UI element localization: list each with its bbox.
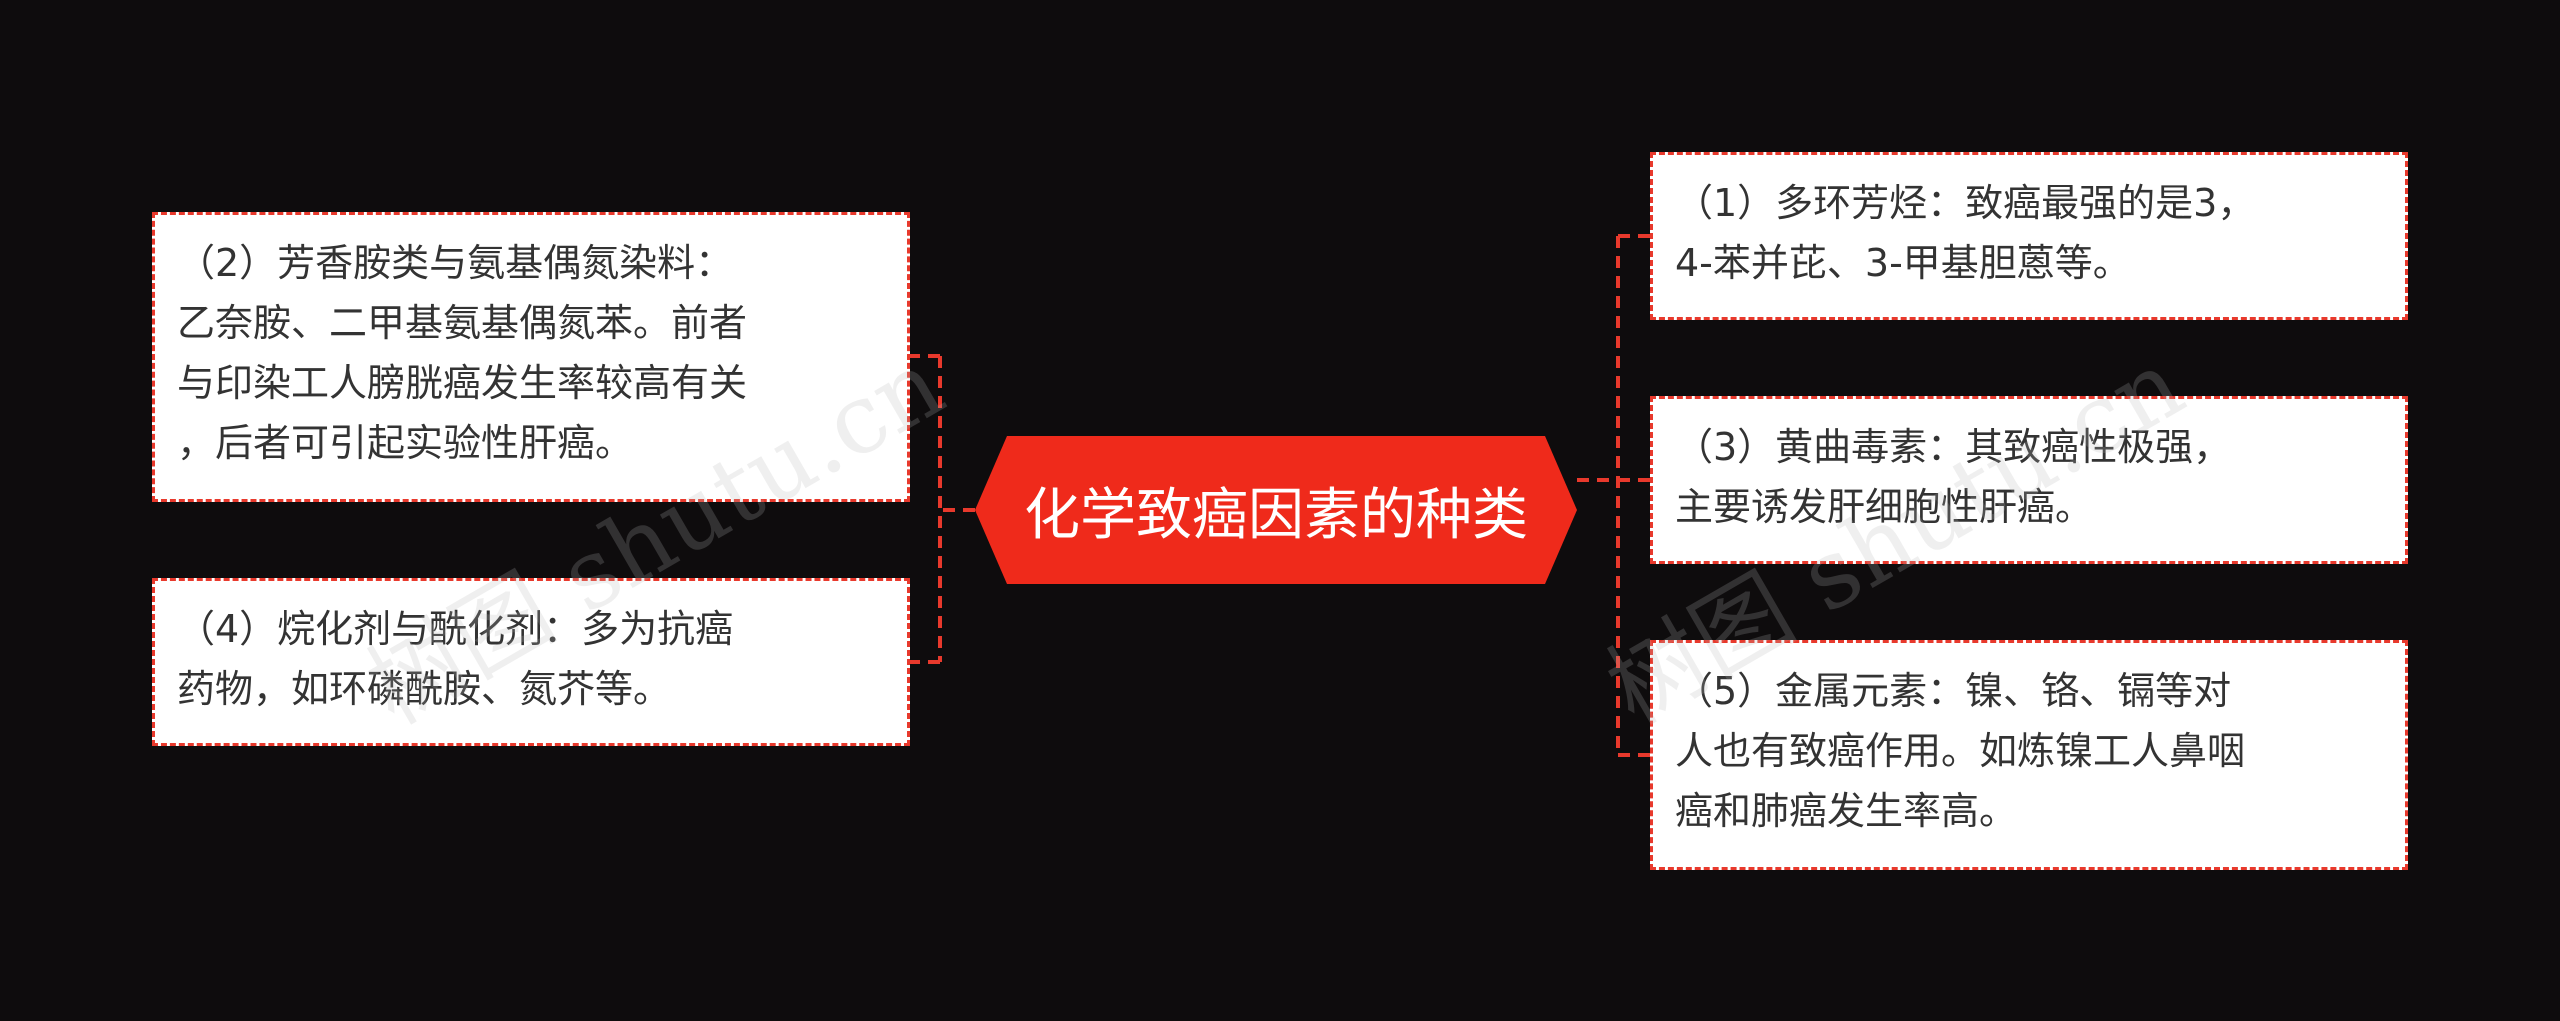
topic-node-3[interactable]: （3）黄曲毒素：其致癌性极强， 主要诱发肝细胞性肝癌。: [1650, 396, 2408, 564]
central-topic-shape: [975, 436, 1577, 584]
topic-node-4[interactable]: （4）烷化剂与酰化剂：多为抗癌 药物，如环磷酰胺、氮芥等。: [152, 578, 910, 746]
topic-node-2-line-4: ，后者可引起实验性肝癌。: [177, 421, 634, 465]
central-topic[interactable]: 化学致癌因素的种类: [975, 436, 1577, 584]
topic-node-3-line-1: （3）黄曲毒素：其致癌性极强，: [1675, 425, 2232, 469]
topic-node-4-line-1: （4）烷化剂与酰化剂：多为抗癌: [177, 607, 734, 651]
topic-node-3-line-2: 主要诱发肝细胞性肝癌。: [1675, 485, 2094, 529]
topic-node-2-line-1: （2）芳香胺类与氨基偶氮染料：: [177, 241, 734, 285]
central-topic-label: 化学致癌因素的种类: [1024, 482, 1528, 548]
topic-node-5-line-3: 癌和肺癌发生率高。: [1675, 789, 2018, 833]
topic-node-1-line-1: （1）多环芳烃：致癌最强的是3，: [1675, 181, 2256, 225]
topic-node-2-line-3: 与印染工人膀胱癌发生率较高有关: [177, 361, 748, 405]
topic-node-5-line-2: 人也有致癌作用。如炼镍工人鼻咽: [1675, 729, 2246, 773]
topic-node-2-line-2: 乙奈胺、二甲基氨基偶氮苯。前者: [177, 301, 748, 345]
topic-node-4-line-2: 药物，如环磷酰胺、氮芥等。: [177, 667, 672, 711]
topic-node-5-line-1: （5）金属元素：镍、铬、镉等对: [1675, 669, 2232, 713]
topic-node-2[interactable]: （2）芳香胺类与氨基偶氮染料： 乙奈胺、二甲基氨基偶氮苯。前者 与印染工人膀胱癌…: [152, 212, 910, 502]
topic-node-1-line-2: 4-苯并芘、3-甲基胆蒽等。: [1675, 241, 2131, 285]
topic-node-1[interactable]: （1）多环芳烃：致癌最强的是3， 4-苯并芘、3-甲基胆蒽等。: [1650, 152, 2408, 320]
topic-node-5[interactable]: （5）金属元素：镍、铬、镉等对 人也有致癌作用。如炼镍工人鼻咽 癌和肺癌发生率高…: [1650, 640, 2408, 870]
